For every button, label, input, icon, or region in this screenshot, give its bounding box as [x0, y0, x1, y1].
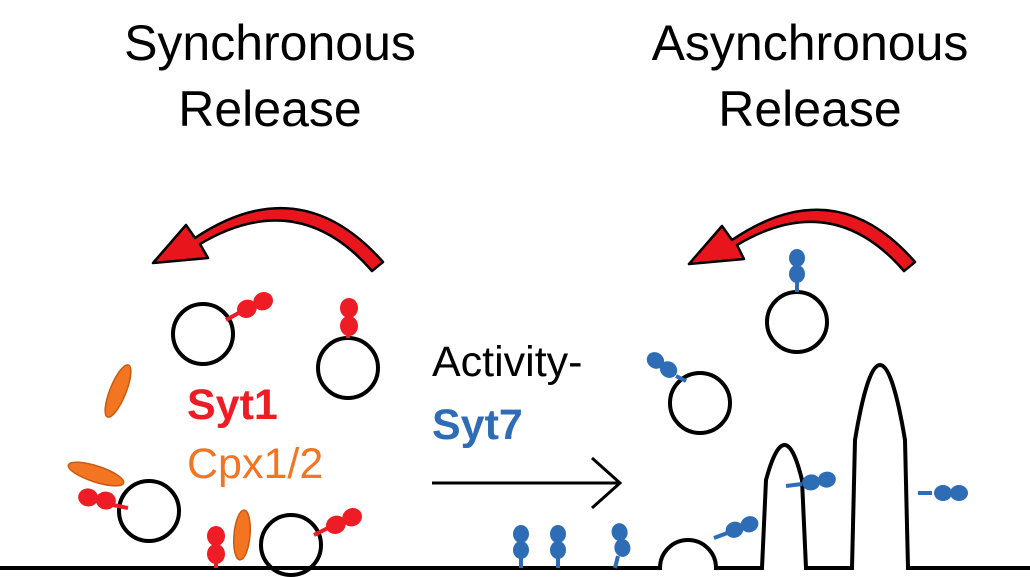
syt1-molecule — [207, 526, 225, 568]
synaptic-vesicle — [117, 479, 181, 543]
syt7-molecule — [513, 525, 529, 568]
syt7-molecule — [713, 513, 761, 541]
syt7-molecule — [550, 525, 566, 568]
syt1-label: Syt1 — [187, 381, 278, 429]
plasma-membrane — [0, 363, 1030, 570]
synaptic-vesicle — [316, 336, 380, 400]
synchronous-release-title: Synchronous Release — [70, 10, 470, 142]
syt7-molecule — [785, 470, 838, 492]
syt1-molecule — [313, 504, 366, 538]
syt7-label: Syt7 — [432, 401, 523, 449]
syt1-molecule — [225, 288, 277, 322]
title-line: Asynchronous — [651, 15, 969, 71]
title-line: Synchronous — [124, 15, 416, 71]
synaptic-vesicle — [765, 290, 829, 354]
activity-label: Activity- — [432, 338, 583, 386]
docked-vesicle — [259, 513, 323, 577]
complexin — [104, 364, 132, 418]
title-line: Release — [178, 81, 362, 137]
syt7-molecule — [610, 521, 632, 569]
horizontal-arrow — [432, 456, 623, 510]
syt7-molecule — [918, 485, 968, 501]
complexin — [232, 509, 252, 561]
asynchronous-release-title: Asynchronous Release — [610, 10, 1010, 142]
syt1-molecule — [76, 486, 129, 512]
synaptic-vesicle — [668, 371, 732, 435]
syt7-molecule — [643, 348, 687, 383]
synaptic-vesicle — [171, 302, 235, 366]
curved-arrow-left — [151, 206, 385, 273]
syt7-molecule — [789, 249, 805, 292]
complexin — [67, 461, 125, 487]
title-line: Release — [718, 81, 902, 137]
cpx-label: Cpx1/2 — [187, 440, 324, 488]
curved-arrow-right — [687, 208, 917, 273]
syt1-molecule — [340, 298, 358, 338]
